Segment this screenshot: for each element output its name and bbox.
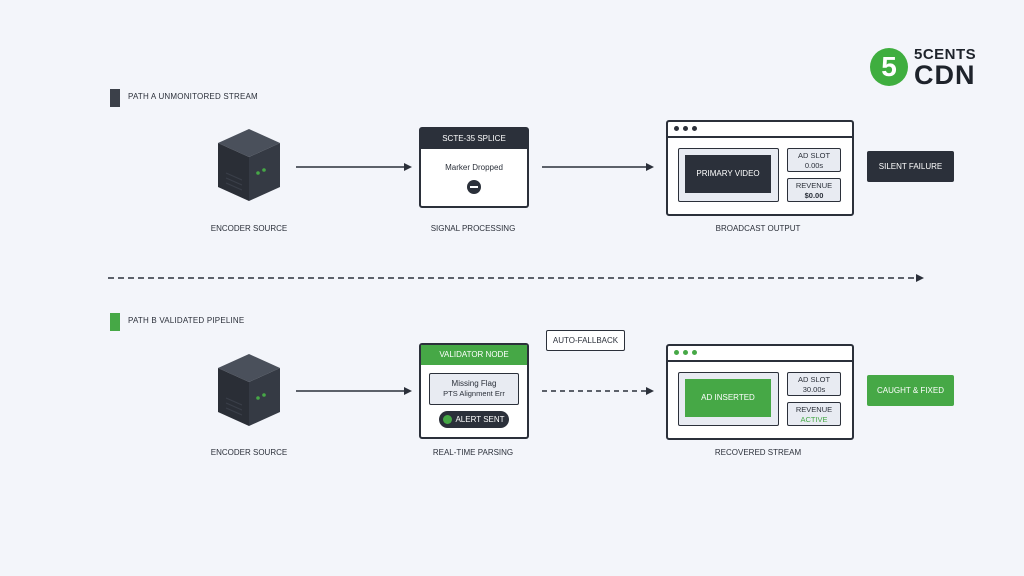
revenue-value: $0.00 [804, 191, 824, 200]
path-b-marker [110, 313, 120, 331]
video-panel: PRIMARY VIDEO ONLY [678, 148, 779, 216]
video-panel: AD INSERTED [678, 372, 779, 426]
dashed-arrow-right-icon [542, 387, 654, 395]
video-frame: PRIMARY VIDEO ONLY [685, 155, 771, 216]
alert-indicator-icon [443, 415, 452, 424]
path-a-title: PATH A UNMONITORED STREAM [128, 92, 258, 101]
server-icon [218, 354, 280, 426]
alert-sent-text: ALERT SENT [455, 415, 505, 424]
encoder-caption: ENCODER SOURCE [210, 224, 288, 233]
output-caption: BROADCAST OUTPUT [715, 224, 801, 233]
logo-bottom-text: CDN [914, 60, 976, 90]
scte35-splice-box: SCTE-35 SPLICE Marker Dropped [419, 127, 529, 208]
minus-circle-icon [467, 180, 481, 194]
auto-fallback-label: AUTO-FALLBACK [546, 330, 625, 351]
parsing-caption: REAL-TIME PARSING [432, 448, 514, 457]
validator-header: VALIDATOR NODE [421, 345, 527, 365]
revenue-panel: REVENUE $0.00 [787, 178, 841, 202]
window-dot-icon [674, 126, 679, 131]
recovered-caption: RECOVERED STREAM [714, 448, 802, 457]
server-icon [218, 129, 280, 201]
revenue-value: ACTIVE [800, 415, 828, 424]
revenue-label: REVENUE [795, 181, 833, 190]
window-titlebar [668, 122, 852, 138]
splice-header: SCTE-35 SPLICE [421, 129, 527, 149]
arrow-right-icon [542, 163, 654, 171]
revenue-label: REVENUE [795, 405, 833, 414]
signal-caption: SIGNAL PROCESSING [430, 224, 516, 233]
divider-arrow-icon [108, 274, 924, 282]
arrow-right-icon [296, 163, 412, 171]
ad-slot-label: AD SLOT [797, 151, 831, 160]
splice-status-text: Marker Dropped [445, 163, 503, 172]
window-dot-icon [683, 126, 688, 131]
flag-panel: Missing Flag PTS Alignment Err [429, 373, 519, 405]
silent-failure-badge: SILENT FAILURE [867, 151, 954, 182]
flag-line-1: Missing Flag [451, 379, 497, 388]
flag-line-2: PTS Alignment Err [443, 389, 505, 398]
encoder-caption: ENCODER SOURCE [210, 448, 288, 457]
ad-slot-value: 30.00s [802, 385, 826, 394]
logo-top-text: 5CENTS [914, 46, 977, 63]
ad-slot-label: AD SLOT [797, 375, 831, 384]
recovered-window: AD INSERTED AD SLOT 30.00s REVENUE ACTIV… [666, 344, 854, 440]
ad-inserted-frame: AD INSERTED [685, 379, 771, 417]
path-a-marker [110, 89, 120, 107]
window-dot-icon [683, 350, 688, 355]
broadcast-window: PRIMARY VIDEO ONLY AD SLOT 0.00s REVENUE… [666, 120, 854, 216]
ad-slot-value: 0.00s [804, 161, 824, 170]
brand-logo: 5 5CENTS CDN [870, 46, 980, 90]
logo-badge: 5 [870, 48, 908, 86]
path-b-title: PATH B VALIDATED PIPELINE [128, 316, 245, 325]
alert-sent-pill: ALERT SENT [439, 411, 509, 428]
window-dot-icon [692, 126, 697, 131]
window-titlebar [668, 346, 852, 362]
arrow-right-icon [296, 387, 412, 395]
window-dot-icon [692, 350, 697, 355]
revenue-panel: REVENUE ACTIVE [787, 402, 841, 426]
window-dot-icon [674, 350, 679, 355]
validator-node-box: VALIDATOR NODE Missing Flag PTS Alignmen… [419, 343, 529, 439]
caught-fixed-badge: CAUGHT & FIXED [867, 375, 954, 406]
ad-slot-panel: AD SLOT 0.00s [787, 148, 841, 172]
ad-slot-panel: AD SLOT 30.00s [787, 372, 841, 396]
